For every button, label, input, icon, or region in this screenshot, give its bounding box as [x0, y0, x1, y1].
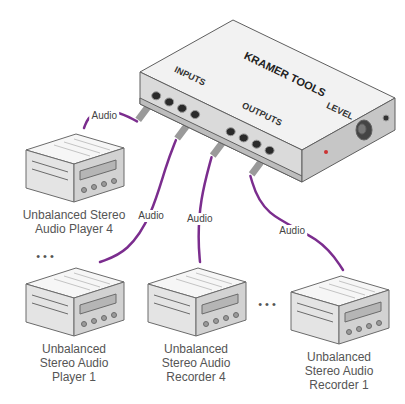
audio-device: Unbalanced Stereo Audio Player 4	[12, 128, 136, 237]
panel-label: OUTPUTS	[240, 100, 283, 128]
ellipsis-mark: • • •	[258, 298, 276, 310]
cable-label: Audio	[277, 225, 307, 237]
switcher-box: KRAMER TOOLS	[136, 2, 398, 186]
cable-label: Audio	[90, 110, 120, 122]
audio-cable	[250, 176, 343, 270]
audio-cable	[84, 111, 137, 128]
audio-cable	[199, 157, 212, 262]
ellipsis-mark: • • •	[36, 250, 54, 262]
audio-device-illustration	[18, 262, 130, 340]
device-caption: Unbalanced Stereo Audio Recorder 1	[289, 351, 389, 392]
panel-label: LEVEL	[325, 100, 355, 122]
device-caption: Unbalanced Stereo Audio Player 4	[12, 209, 136, 237]
audio-device-illustration	[283, 270, 395, 348]
panel-label: INPUTS	[173, 64, 207, 87]
audio-device: Unbalanced Stereo Audio Recorder 4	[138, 262, 254, 384]
audio-device: Unbalanced Stereo Audio Player 1	[12, 262, 136, 384]
audio-device-illustration	[140, 262, 252, 340]
cable-label: Audio	[136, 210, 166, 222]
cable-with-plug	[199, 132, 231, 262]
device-caption: Unbalanced Stereo Audio Recorder 4	[146, 343, 246, 384]
audio-device: Unbalanced Stereo Audio Recorder 1	[281, 270, 397, 392]
device-caption: Unbalanced Stereo Audio Player 1	[24, 343, 124, 384]
audio-device-illustration	[18, 128, 130, 206]
cable-label: Audio	[185, 213, 215, 225]
switcher-illustration	[136, 2, 398, 186]
